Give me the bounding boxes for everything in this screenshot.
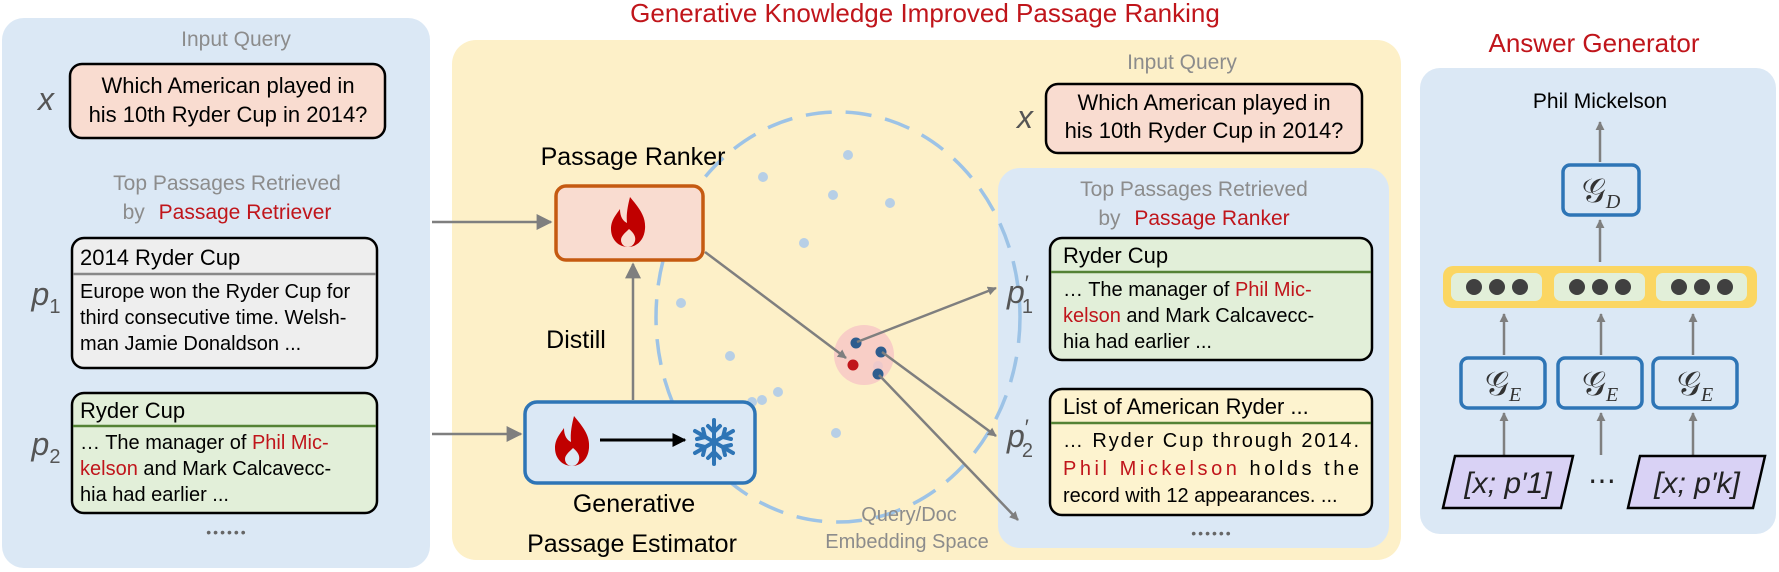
- arrow-to-p1prime: [856, 286, 997, 344]
- right-top-label-ranker: Passage Ranker: [1134, 207, 1289, 230]
- embedding-dot: [831, 428, 841, 438]
- left-passage-p1: [70, 236, 379, 370]
- right-p1-label: p′1: [1006, 271, 1033, 318]
- left-p2-line3: hia had earlier ...: [80, 484, 229, 506]
- left-p2-line1: … The manager of Phil Mic-: [80, 432, 329, 454]
- embedding-dot: [773, 387, 783, 397]
- embedding-dot: [676, 298, 686, 308]
- fusion-dots: [1466, 279, 1733, 295]
- query-point: [847, 359, 859, 371]
- arrow-ranker-to-space: [704, 251, 847, 359]
- encoder-label: 𝒢E: [1582, 365, 1618, 406]
- left-p1-label: p1: [31, 276, 61, 318]
- embedding-dot: [757, 395, 767, 405]
- right-query-line2: his 10th Ryder Cup in 2014?: [1065, 118, 1344, 143]
- right-p2-title: List of American Ryder ...: [1063, 394, 1309, 419]
- generator-input-2-label: [x; p′k]: [1653, 467, 1740, 500]
- right-query-box: [1044, 82, 1364, 155]
- left-top-label-line2: by Passage Retriever: [123, 201, 332, 224]
- left-p1-line1: Europe won the Ryder Cup for: [80, 281, 350, 303]
- right-p2-label: p′2: [1006, 415, 1033, 462]
- right-p1-title: Ryder Cup: [1063, 243, 1168, 268]
- fire-icon: [555, 416, 590, 466]
- left-query-box: [68, 62, 387, 140]
- generator-input-1-label: [x; p′1]: [1463, 467, 1552, 500]
- right-p1-line3: hia had earlier ...: [1063, 331, 1212, 353]
- embedding-space-label-line2: Embedding Space: [825, 531, 988, 553]
- diagram-title: Generative Knowledge Improved Passage Ra…: [630, 0, 1220, 28]
- passage-point: [875, 346, 887, 358]
- left-top-label-by: by: [123, 201, 146, 224]
- answer-generator-title: Answer Generator: [1489, 28, 1700, 58]
- generator-input-ellipsis: ⋯: [1588, 465, 1616, 496]
- generator-input-1: [1441, 454, 1575, 510]
- left-input-query-label: Input Query: [181, 28, 291, 51]
- arrow-to-more: [878, 374, 1019, 521]
- right-passage-p1: [1048, 236, 1374, 362]
- generator-input-2: [1626, 454, 1767, 510]
- left-p2-line2: kelson and Mark Calcavecc-: [80, 458, 331, 480]
- embedding-dot: [885, 198, 895, 208]
- left-x-label: x: [36, 81, 55, 117]
- left-p1-line2: third consecutive time. Welsh-: [80, 307, 346, 329]
- right-top-label-by: by: [1098, 207, 1121, 230]
- right-top-label-line1: Top Passages Retrieved: [1080, 178, 1308, 201]
- passage-ranker-label: Passage Ranker: [541, 143, 726, 171]
- right-query-line1: Which American played in: [1077, 90, 1330, 115]
- right-passage-p2: [1048, 387, 1374, 517]
- estimator-label-line2: Passage Estimator: [527, 530, 737, 558]
- passage-estimator-box: [523, 400, 757, 485]
- embedding-dot: [828, 190, 838, 200]
- left-query-line1: Which American played in: [101, 73, 354, 98]
- right-p1-line2: kelson and Mark Calcavecc-: [1063, 305, 1314, 327]
- left-p1-title: 2014 Ryder Cup: [80, 245, 240, 270]
- arrow-to-p2prime: [881, 350, 997, 438]
- left-p2-title: Ryder Cup: [80, 398, 185, 423]
- distill-label: Distill: [546, 326, 606, 354]
- embedding-dot: [725, 351, 735, 361]
- right-p1-line1: … The manager of Phil Mic-: [1063, 279, 1312, 301]
- right-input-query-label: Input Query: [1127, 51, 1237, 74]
- embedding-dot: [799, 238, 809, 248]
- encoder-label: 𝒢E: [1485, 365, 1521, 406]
- right-top-label-line2: by Passage Ranker: [1098, 207, 1289, 230]
- passage-point: [850, 337, 862, 349]
- left-passage-p2: [70, 391, 379, 515]
- fire-icon: [611, 197, 646, 247]
- encoder-box: [1556, 356, 1644, 410]
- left-p2-label: p2: [31, 426, 61, 468]
- snowflake-icon: [693, 418, 735, 466]
- decoder-label: 𝒢D: [1582, 172, 1621, 213]
- decoder-box: [1561, 163, 1641, 217]
- encoder-box: [1459, 356, 1547, 410]
- embedding-space: [654, 110, 1022, 524]
- left-p1-line3: man Jamie Donaldson ...: [80, 333, 301, 355]
- left-top-label-line1: Top Passages Retrieved: [113, 172, 341, 195]
- embedding-dot: [843, 150, 853, 160]
- estimator-label-line1: Generative: [573, 490, 695, 518]
- left-top-label-retriever: Passage Retriever: [159, 201, 332, 224]
- embedding-space-label-line1: Query/Doc: [861, 504, 957, 526]
- right-ellipsis: ••••••: [1191, 525, 1232, 541]
- encoder-box: [1651, 356, 1739, 410]
- left-ellipsis: ••••••: [206, 524, 247, 540]
- answer-output: Phil Mickelson: [1533, 90, 1667, 113]
- left-query-line2: his 10th Ryder Cup in 2014?: [89, 102, 368, 127]
- right-x-label: x: [1015, 99, 1034, 135]
- encoder-label: 𝒢E: [1677, 365, 1713, 406]
- right-p2-line3: record with 12 appearances. ...: [1063, 485, 1338, 507]
- embedding-dot: [758, 172, 768, 182]
